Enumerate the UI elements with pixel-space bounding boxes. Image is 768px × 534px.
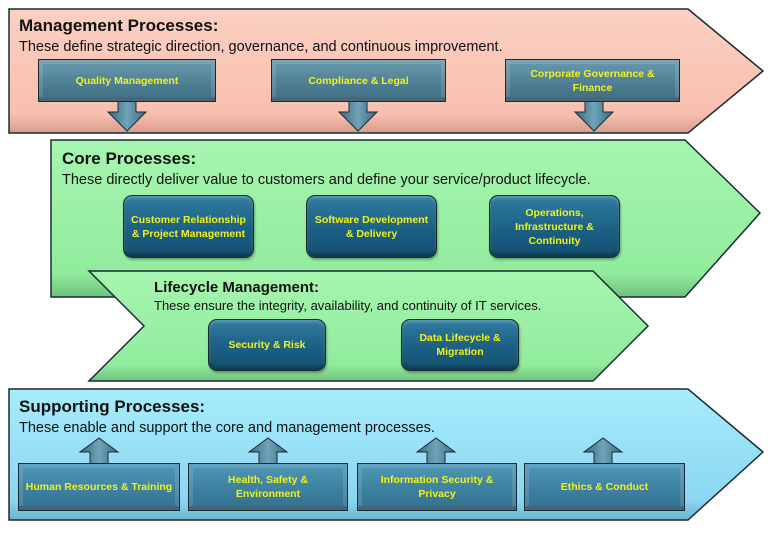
supporting-item-ethics-conduct: Ethics & Conduct [524,463,685,511]
down-arrow-icon [573,99,615,132]
down-arrow-icon [106,99,148,132]
supporting-item-human-resources: Human Resources & Training [18,463,180,511]
management-item-governance: Corporate Governance & Finance [505,59,680,102]
supporting-item-health-safety: Health, Safety & Environment [188,463,348,511]
core-title: Core Processes: [62,149,197,168]
lifecycle-item-data-lifecycle: Data Lifecycle & Migration [401,319,519,371]
core-item-customer-relationship: Customer Relationship & Project Manageme… [123,195,254,258]
supporting-title: Supporting Processes: [19,397,206,416]
management-description: These define strategic direction, govern… [19,39,503,55]
management-item-quality: Quality Management [38,59,216,102]
supporting-description: These enable and support the core and ma… [19,420,435,436]
management-title: Management Processes: [19,16,219,35]
core-description: These directly deliver value to customer… [62,172,591,188]
down-arrow-icon [337,99,379,132]
core-item-operations: Operations, Infrastructure & Continuity [489,195,620,258]
management-item-compliance: Compliance & Legal [271,59,446,102]
supporting-item-information-security: Information Security & Privacy [357,463,517,511]
lifecycle-description: These ensure the integrity, availability… [154,298,542,313]
lifecycle-title: Lifecycle Management: [154,279,320,296]
core-item-software-development: Software Development & Delivery [306,195,437,258]
lifecycle-item-security-risk: Security & Risk [208,319,326,371]
